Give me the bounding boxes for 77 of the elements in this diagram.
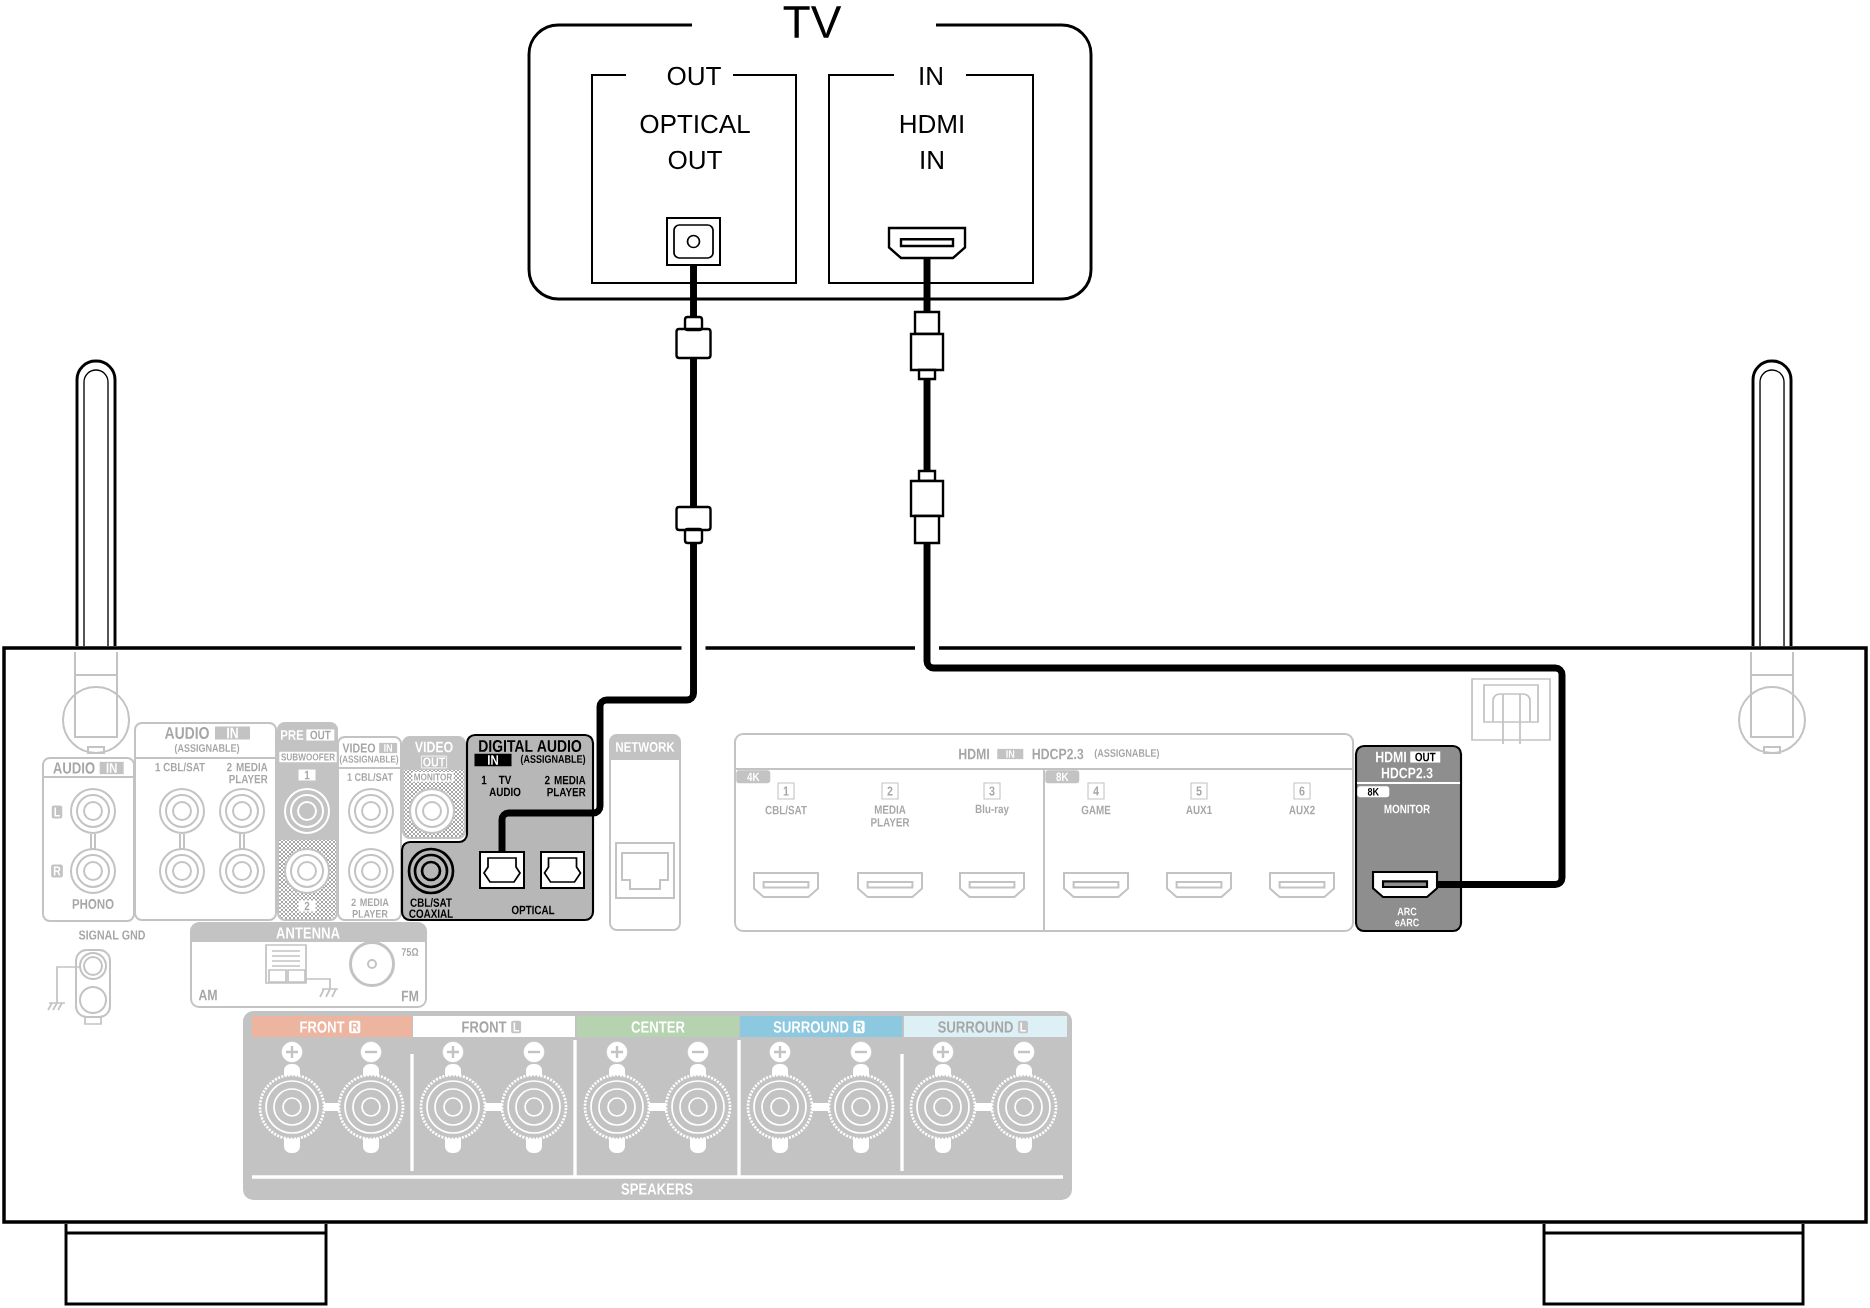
device-heading: TV	[783, 6, 842, 38]
panel-heading: SPEAKERS	[621, 1183, 693, 1195]
panel-subheading: (ASSIGNABLE)	[339, 755, 399, 765]
jack-label: 1 CBL/SAT	[155, 762, 205, 772]
panel-heading: OUT	[306, 729, 335, 741]
panel-heading: AUDIO	[53, 762, 95, 774]
port-label: AUX2	[1289, 805, 1315, 815]
port-label: MEDIA PLAYER	[871, 805, 910, 827]
optical-port	[540, 851, 585, 889]
jack-label: 2 MEDIA PLAYER	[351, 898, 389, 918]
terminal-label: AM	[198, 989, 217, 1001]
panel-heading: HDMI	[959, 748, 989, 760]
port-label: ARC eARC	[1395, 907, 1420, 927]
optical-port	[479, 851, 525, 889]
panel-heading: DIGITAL AUDIO	[479, 739, 582, 752]
panel-heading: ANTENNA	[276, 927, 340, 939]
jack-label: 1 CBL/SAT	[347, 772, 393, 782]
jack-number: 2	[298, 900, 316, 912]
port-number: 2	[881, 782, 899, 800]
channel-letter: L	[1017, 1020, 1028, 1034]
channel-letter: L	[511, 1020, 522, 1034]
port-label: AUX1	[1186, 805, 1212, 815]
channel-letter: R	[51, 864, 63, 878]
port-label: OPTICAL	[511, 905, 555, 915]
panel-heading: IN	[997, 748, 1024, 760]
panel-subheading: (ASSIGNABLE)	[174, 743, 240, 755]
panel-heading: OUT	[667, 66, 721, 86]
jack-label: SUBWOOFER	[279, 751, 337, 763]
channel-letter: L	[51, 805, 63, 819]
panel-heading: IN	[920, 67, 942, 85]
optical-port	[666, 217, 721, 266]
panel-heading: IN	[379, 742, 398, 754]
jack-label: CBL/SAT COAXIAL	[409, 898, 453, 918]
jack-label: 2 MEDIA PLAYER	[544, 775, 586, 797]
port-label: GAME	[1081, 805, 1111, 815]
port-label: Blu-ray	[975, 804, 1009, 816]
cable	[923, 258, 1566, 888]
panel-heading: HDCP2.3	[1032, 748, 1084, 760]
panel-heading: HDMI	[1376, 751, 1406, 763]
port-label: HDMI IN	[900, 115, 963, 169]
port-label: CBL/SAT	[765, 805, 807, 815]
section-tab: 4K	[736, 770, 771, 784]
channel-letter: R	[853, 1020, 865, 1034]
channel-letter: R	[349, 1020, 361, 1034]
panel-heading: OUT	[1410, 751, 1441, 763]
panel-heading: OUT	[421, 755, 447, 769]
jack-label: PHONO	[72, 899, 114, 909]
panel-heading: IN	[215, 726, 250, 740]
section-tab: 8K	[1357, 786, 1390, 798]
jack-number: 1	[298, 769, 316, 781]
port-label: OPTICAL OUT	[640, 114, 750, 170]
panel-heading: VIDEO	[342, 743, 376, 753]
port-label: MONITOR	[1384, 804, 1430, 814]
receiver-body	[2, 646, 1868, 1224]
panel-heading: PRE	[281, 730, 304, 740]
port-number: 5	[1190, 782, 1208, 800]
terminal-label: FM	[401, 990, 419, 1002]
port-number: 3	[983, 782, 1001, 800]
panel-heading: HDCP2.3	[1381, 767, 1433, 779]
jack-label: MONITOR	[412, 772, 454, 782]
port-number: 6	[1293, 782, 1311, 800]
impedance-label: 75Ω	[401, 948, 419, 956]
jack-label: 2 MEDIA PLAYER	[226, 762, 268, 784]
panel-heading: NETWORK	[616, 742, 675, 752]
jack-number: 1	[481, 775, 487, 785]
section-tab: 8K	[1045, 770, 1080, 784]
panel-subheading: (ASSIGNABLE)	[1094, 748, 1159, 760]
panel-heading: AUDIO	[164, 726, 209, 739]
channel-label: CENTER	[577, 1016, 739, 1037]
port-number: 4	[1087, 782, 1105, 800]
panel-heading: IN	[99, 761, 124, 775]
panel-heading: VIDEO	[414, 741, 453, 753]
terminal-label: SIGNAL GND	[78, 930, 145, 940]
jack-label: TV AUDIO	[489, 775, 521, 797]
panel-subheading: (ASSIGNABLE)	[520, 754, 586, 766]
hdmi-port	[887, 226, 967, 260]
port-number: 1	[777, 782, 795, 800]
